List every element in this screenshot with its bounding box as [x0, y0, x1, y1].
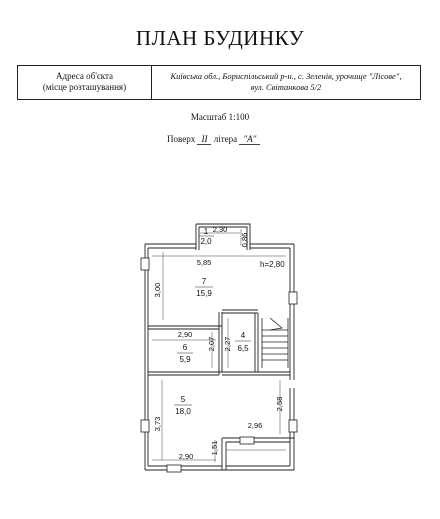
floor-label: Поверх [167, 134, 196, 144]
floor-line: Поверх II літера "А" [167, 134, 261, 145]
room-6-area: 5,9 [179, 355, 191, 364]
dim-1-51: 1,51 [210, 441, 219, 456]
dimension-lines [152, 229, 286, 462]
scale-label: Масштаб 1:100 [190, 112, 250, 122]
floor-value: II [197, 134, 212, 145]
dim-2-90-top: 2,90 [178, 330, 193, 339]
room-6-number: 6 [183, 343, 188, 352]
dim-3-73: 3,73 [153, 417, 162, 432]
room-5-area: 18,0 [175, 407, 191, 416]
page-title: ПЛАН БУДИНКУ [135, 26, 305, 50]
address-label-sub: (місце розташування) [42, 82, 127, 92]
dim-2-90-bottom: 2,90 [179, 452, 194, 461]
dim-2-27: 2,27 [223, 337, 232, 352]
room-7-number: 7 [202, 277, 207, 286]
dim-3-00: 3,00 [153, 283, 162, 298]
dim-2-58: 2,58 [275, 397, 284, 412]
address-label-cell: Адреса об'єкта (місце розташування) [18, 66, 152, 99]
dim-2-07: 2,07 [207, 337, 216, 352]
dim-5-85: 5,85 [197, 258, 212, 267]
window-marks [140, 257, 298, 473]
exterior-walls [144, 223, 295, 471]
room-5-number: 5 [181, 395, 186, 404]
address-value-cell: Київська обл., Бориспільський р-н., с. З… [152, 66, 420, 99]
dim-2-30: 2,30 [213, 225, 228, 234]
dim-2-96: 2,96 [248, 421, 263, 430]
ceiling-height: h=2,80 [260, 260, 285, 269]
address-value-line1: Київська обл., Бориспільський р-н., с. З… [170, 71, 402, 81]
room-1-number: 1 [204, 227, 209, 236]
interior-walls [148, 309, 290, 376]
letter-label: літера [213, 134, 238, 144]
address-value-line2: вул. Світанкова 5/2 [250, 82, 322, 92]
address-table: Адреса об'єкта (місце розташування) Київ… [17, 65, 421, 100]
address-label: Адреса об'єкта [55, 71, 113, 81]
room-4-area: 6,5 [237, 344, 249, 353]
staircase [261, 317, 289, 368]
letter-value: "А" [239, 134, 261, 145]
room-7-area: 15,9 [196, 289, 212, 298]
room-1-area: 2,0 [200, 237, 212, 246]
room-4-number: 4 [241, 331, 246, 340]
dim-0-86: 0,86 [240, 233, 249, 248]
